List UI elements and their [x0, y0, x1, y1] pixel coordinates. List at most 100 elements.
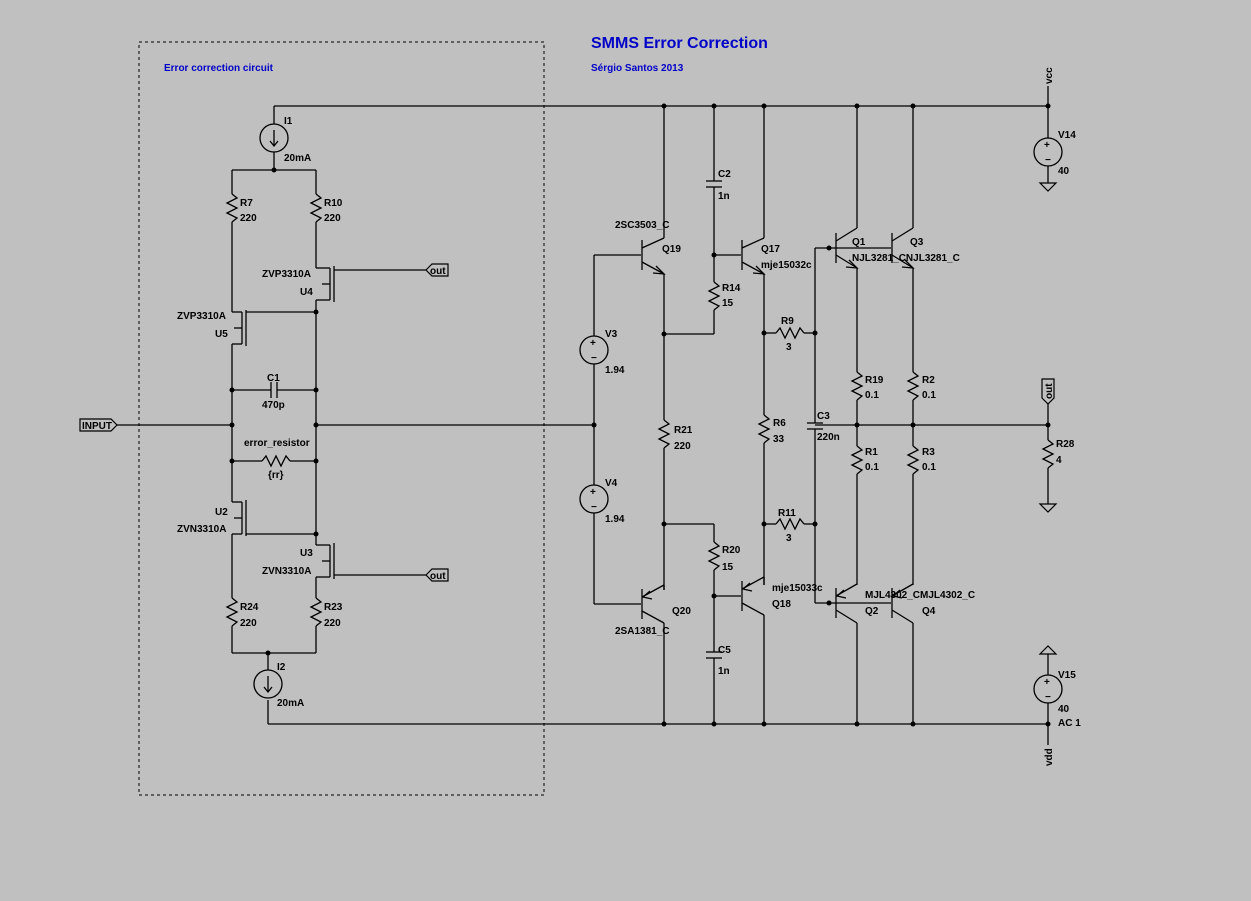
svg-text:U3: U3 — [300, 548, 313, 559]
svg-text:U2: U2 — [215, 507, 228, 518]
svg-text:R21: R21 — [674, 425, 693, 436]
schematic-title: SMMS Error Correction — [591, 35, 768, 52]
vdd-rail — [267, 700, 1048, 725]
mosfet-u4: ZVP3310A U4 — [262, 266, 426, 312]
svg-text:INPUT: INPUT — [82, 421, 112, 432]
svg-text:220: 220 — [240, 618, 257, 629]
svg-text:R6: R6 — [773, 418, 786, 429]
svg-text:220: 220 — [240, 213, 257, 224]
svg-text:220: 220 — [674, 441, 691, 452]
svg-text:R7: R7 — [240, 198, 253, 209]
resistor-r6: R6 33 — [757, 414, 786, 445]
capacitor-c1: C1 470p — [232, 373, 316, 411]
resistor-r3: R3 0.1 — [906, 445, 936, 585]
svg-text:R20: R20 — [722, 545, 741, 556]
svg-text:40: 40 — [1058, 704, 1070, 715]
svg-text:mje15033c: mje15033c — [772, 583, 823, 594]
q1-q3-model-label: NJL3281_CNJL3281_C — [852, 253, 960, 264]
transistor-q20: Q20 2SA1381_C — [615, 584, 691, 637]
error-correction-box — [138, 41, 545, 796]
svg-text:R9: R9 — [781, 316, 794, 327]
svg-text:ZVN3310A: ZVN3310A — [262, 566, 311, 577]
out-flag-bottom: out — [425, 568, 449, 582]
resistor-r20: R20 15 — [707, 524, 741, 652]
mosfet-u3: U3 ZVN3310A — [262, 534, 426, 598]
svg-text:+: + — [1044, 140, 1050, 151]
svg-text:ZVP3310A: ZVP3310A — [177, 311, 226, 322]
q2-q4-model-label: MJL4302_CMJL4302_C — [865, 590, 975, 601]
transistor-q4: Q4 — [891, 583, 936, 624]
svg-text:220n: 220n — [817, 432, 840, 443]
svg-text:0.1: 0.1 — [922, 462, 936, 473]
svg-text:V4: V4 — [605, 478, 618, 489]
svg-text:out: out — [430, 266, 446, 277]
svg-text:C2: C2 — [718, 169, 731, 180]
svg-text:Q18: Q18 — [772, 599, 791, 610]
svg-text:AC 1: AC 1 — [1058, 718, 1081, 729]
svg-text:33: 33 — [773, 434, 785, 445]
svg-text:470p: 470p — [262, 400, 285, 411]
resistor-r10: R10 220 — [309, 170, 343, 268]
current-source-i1: I1 20mA — [259, 116, 311, 170]
resistor-r11: R11 3 — [764, 508, 815, 544]
transistor-q18: mje15033c Q18 — [741, 576, 823, 616]
svg-text:V3: V3 — [605, 329, 618, 340]
capacitor-c3: C3 220n — [807, 248, 840, 603]
svg-text:220: 220 — [324, 213, 341, 224]
svg-text:220: 220 — [324, 618, 341, 629]
svg-text:−: − — [1045, 155, 1051, 166]
svg-text:R28: R28 — [1056, 439, 1075, 450]
svg-text:+: + — [1044, 677, 1050, 688]
svg-text:{rr}: {rr} — [268, 470, 284, 481]
svg-text:Q4: Q4 — [922, 606, 936, 617]
svg-text:Q1: Q1 — [852, 237, 866, 248]
svg-text:V14: V14 — [1058, 130, 1076, 141]
input-flag: INPUT — [79, 418, 118, 432]
mosfet-u5: ZVP3310A U5 — [177, 310, 247, 346]
svg-text:Q3: Q3 — [910, 237, 924, 248]
svg-text:V15: V15 — [1058, 670, 1076, 681]
mosfet-u2: U2 ZVN3310A — [177, 500, 247, 536]
svg-text:+: + — [590, 338, 596, 349]
out-flag-top: out — [425, 263, 449, 277]
out-flag-right: out — [1041, 378, 1055, 425]
svg-text:out: out — [1044, 383, 1055, 399]
svg-text:R3: R3 — [922, 447, 935, 458]
svg-text:0.1: 0.1 — [865, 462, 879, 473]
svg-text:C3: C3 — [817, 411, 830, 422]
svg-text:1.94: 1.94 — [605, 365, 625, 376]
svg-text:C1: C1 — [267, 373, 280, 384]
resistor-r23: R23 220 — [309, 597, 343, 653]
svg-text:20mA: 20mA — [284, 153, 311, 164]
resistor-r24: R24 220 — [225, 597, 259, 653]
svg-text:R24: R24 — [240, 602, 259, 613]
svg-text:−: − — [591, 353, 597, 364]
author-label: Sérgio Santos 2013 — [591, 63, 684, 74]
svg-text:3: 3 — [786, 342, 792, 353]
svg-text:out: out — [430, 571, 446, 582]
svg-text:1n: 1n — [718, 666, 730, 677]
svg-text:+: + — [590, 487, 596, 498]
svg-text:R23: R23 — [324, 602, 343, 613]
voltage-source-v14: + − V14 40 — [1033, 106, 1076, 192]
resistor-r28: R28 4 — [1038, 425, 1075, 513]
svg-text:20mA: 20mA — [277, 698, 304, 709]
voltage-source-v3: + − V3 1.94 — [579, 329, 625, 376]
svg-text:vcc: vcc — [1044, 67, 1055, 84]
svg-text:R11: R11 — [778, 508, 796, 519]
svg-text:−: − — [591, 502, 597, 513]
svg-text:error_resistor: error_resistor — [244, 438, 310, 449]
svg-text:C5: C5 — [718, 645, 731, 656]
svg-text:40: 40 — [1058, 166, 1070, 177]
box-label: Error correction circuit — [164, 63, 274, 74]
capacitor-c5: C5 1n — [706, 645, 731, 724]
svg-text:mje15032c: mje15032c — [761, 260, 812, 271]
svg-text:Q20: Q20 — [672, 606, 691, 617]
svg-text:Q19: Q19 — [662, 244, 681, 255]
svg-text:2SA1381_C: 2SA1381_C — [615, 626, 669, 637]
svg-text:1.94: 1.94 — [605, 514, 625, 525]
svg-text:R14: R14 — [722, 283, 741, 294]
svg-text:0.1: 0.1 — [865, 390, 879, 401]
voltage-source-v4: + − V4 1.94 — [579, 478, 625, 525]
